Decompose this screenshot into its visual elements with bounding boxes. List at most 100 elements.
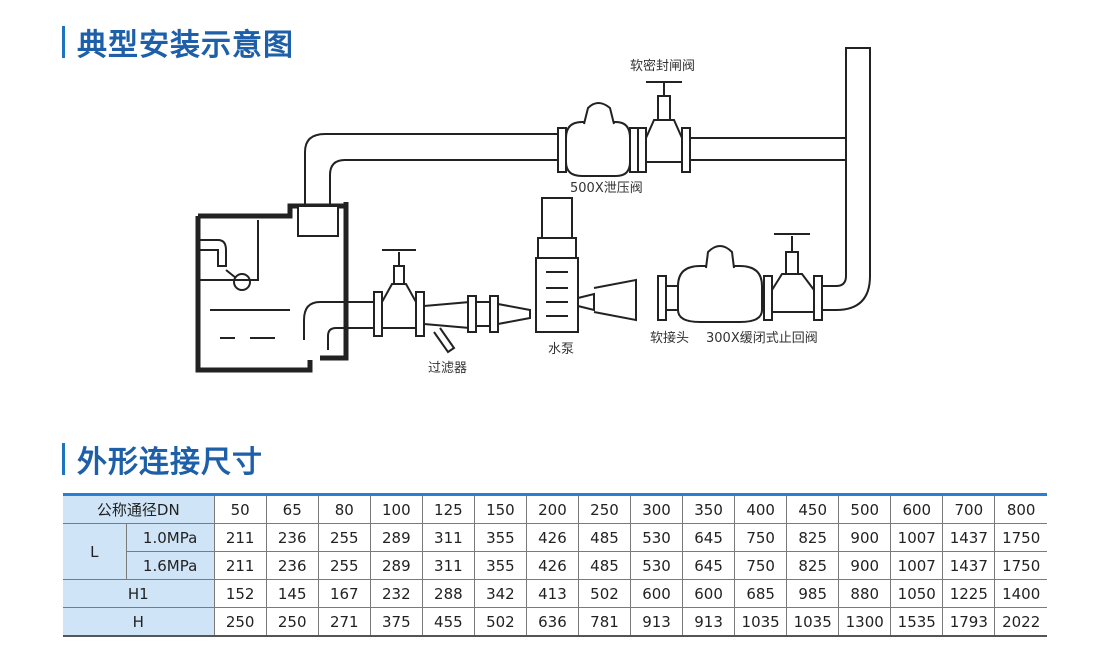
dn-header: 公称通径DN bbox=[63, 493, 215, 524]
table-cell: 255 bbox=[317, 551, 371, 580]
table-cell: 645 bbox=[682, 523, 736, 552]
table-cell: 645 bbox=[682, 551, 736, 580]
table-cell: 636 bbox=[525, 607, 579, 637]
table-cell: 450 bbox=[786, 493, 840, 524]
label-soft-seal-gate-valve: 软密封闸阀 bbox=[630, 58, 695, 74]
table-cell: 1400 bbox=[994, 579, 1047, 608]
table-cell: 502 bbox=[577, 579, 632, 608]
table-cell: 150 bbox=[473, 493, 527, 524]
table-cell: 825 bbox=[786, 523, 840, 552]
table-cell: 1007 bbox=[890, 523, 944, 552]
pressure-1-header: 1.0MPa bbox=[125, 523, 215, 552]
table-cell: 289 bbox=[369, 523, 423, 552]
table-cell: 152 bbox=[213, 579, 267, 608]
table-cell: 232 bbox=[369, 579, 423, 608]
table-cell: 485 bbox=[577, 551, 632, 580]
table-cell: 250 bbox=[213, 607, 267, 637]
h-header: H bbox=[63, 607, 215, 637]
table-cell: 700 bbox=[942, 493, 996, 524]
table-cell: 500 bbox=[838, 493, 892, 524]
table-cell: 1050 bbox=[890, 579, 944, 608]
table-cell: 100 bbox=[369, 493, 423, 524]
table-cell: 236 bbox=[265, 551, 319, 580]
table-cell: 1437 bbox=[942, 523, 996, 552]
table-cell: 288 bbox=[421, 579, 475, 608]
table-cell: 355 bbox=[473, 523, 527, 552]
table-cell: 1300 bbox=[838, 607, 892, 637]
table-cell: 485 bbox=[577, 523, 632, 552]
table-cell: 530 bbox=[630, 523, 684, 552]
table-cell: 413 bbox=[525, 579, 579, 608]
section-title-text: 外形连接尺寸 bbox=[77, 445, 263, 480]
table-cell: 985 bbox=[786, 579, 840, 608]
label-pump: 水泵 bbox=[548, 342, 574, 357]
table-cell: 250 bbox=[577, 493, 632, 524]
label-soft-joint: 软接头 bbox=[650, 330, 689, 346]
table-cell: 1793 bbox=[942, 607, 996, 637]
table-cell: 913 bbox=[630, 607, 684, 637]
table-cell: 600 bbox=[682, 579, 736, 608]
table-cell: 426 bbox=[525, 551, 579, 580]
table-cell: 913 bbox=[682, 607, 736, 637]
table-cell: 2022 bbox=[994, 607, 1047, 637]
table-cell: 1750 bbox=[994, 523, 1047, 552]
table-cell: 502 bbox=[473, 607, 527, 637]
h1-header: H1 bbox=[63, 579, 215, 608]
table-cell: 200 bbox=[525, 493, 579, 524]
table-cell: 600 bbox=[630, 579, 684, 608]
table-cell: 825 bbox=[786, 551, 840, 580]
table-cell: 65 bbox=[265, 493, 319, 524]
table-cell: 255 bbox=[317, 523, 371, 552]
table-cell: 1750 bbox=[994, 551, 1047, 580]
table-cell: 1225 bbox=[942, 579, 996, 608]
table-cell: 750 bbox=[734, 551, 788, 580]
table-cell: 289 bbox=[369, 551, 423, 580]
table-cell: 1437 bbox=[942, 551, 996, 580]
table-cell: 900 bbox=[838, 523, 892, 552]
table-cell: 880 bbox=[838, 579, 892, 608]
table-cell: 750 bbox=[734, 523, 788, 552]
table-cell: 685 bbox=[734, 579, 788, 608]
label-filter: 过滤器 bbox=[428, 361, 467, 376]
table-cell: 211 bbox=[213, 551, 267, 580]
table-cell: 236 bbox=[265, 523, 319, 552]
label-relief-valve: 500X泄压阀 bbox=[570, 181, 643, 196]
section-title-text: 典型安装示意图 bbox=[77, 28, 294, 63]
table-cell: 455 bbox=[421, 607, 475, 637]
table-cell: 125 bbox=[421, 493, 475, 524]
table-cell: 250 bbox=[265, 607, 319, 637]
table-cell: 1535 bbox=[890, 607, 944, 637]
table-cell: 211 bbox=[213, 523, 267, 552]
table-cell: 800 bbox=[994, 493, 1047, 524]
pressure-2-header: 1.6MPa bbox=[125, 551, 215, 580]
title-accent-bar bbox=[62, 443, 65, 475]
table-cell: 400 bbox=[734, 493, 788, 524]
label-check-valve: 300X缓闭式止回阀 bbox=[706, 331, 818, 346]
table-cell: 311 bbox=[421, 551, 475, 580]
table-cell: 375 bbox=[369, 607, 423, 637]
section-title-installation: 典型安装示意图 bbox=[62, 20, 294, 64]
table-cell: 600 bbox=[890, 493, 944, 524]
table-cell: 342 bbox=[473, 579, 527, 608]
table-cell: 355 bbox=[473, 551, 527, 580]
table-cell: 271 bbox=[317, 607, 371, 637]
table-cell: 530 bbox=[630, 551, 684, 580]
table-cell: 50 bbox=[213, 493, 267, 524]
table-cell: 145 bbox=[265, 579, 319, 608]
table-cell: 350 bbox=[682, 493, 736, 524]
installation-diagram: 软密封闸阀 500X泄压阀 水泵 过滤器 软接头 300X缓闭式止回阀 bbox=[195, 47, 871, 376]
table-cell: 1035 bbox=[786, 607, 840, 637]
table-cell: 1007 bbox=[890, 551, 944, 580]
table-cell: 167 bbox=[317, 579, 371, 608]
l-header: L bbox=[63, 523, 127, 580]
section-title-dimensions: 外形连接尺寸 bbox=[62, 437, 263, 481]
table-cell: 900 bbox=[838, 551, 892, 580]
table-cell: 80 bbox=[317, 493, 371, 524]
table-cell: 311 bbox=[421, 523, 475, 552]
